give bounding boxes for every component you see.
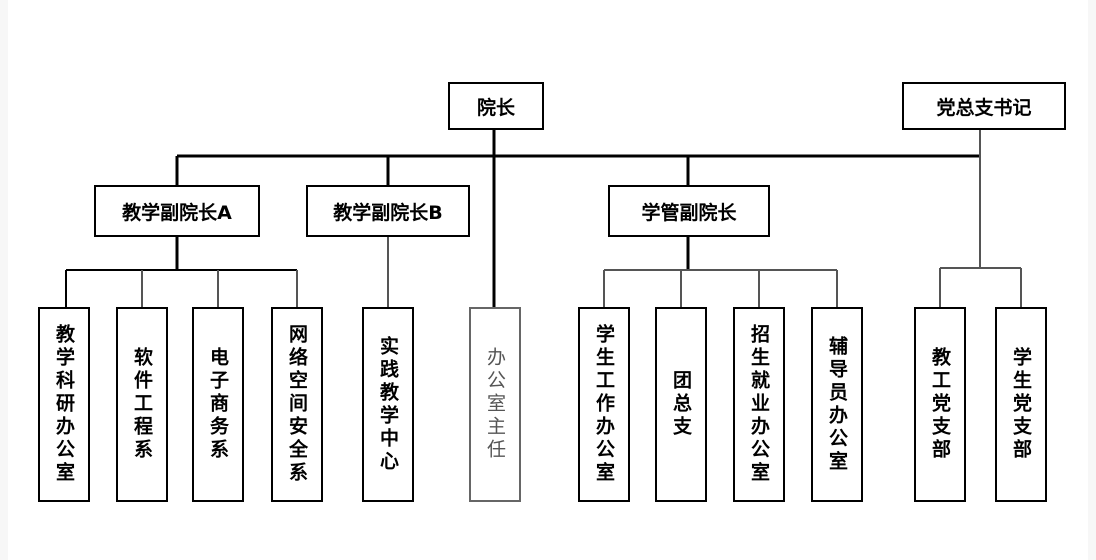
connector-lines bbox=[65, 128, 1022, 307]
node-cybersecurity-dept-label: 网络空间安全系 bbox=[286, 324, 308, 485]
node-ecommerce-dept-label: 电子商务系 bbox=[207, 347, 229, 462]
node-faculty-party-branch: 教工党支部 bbox=[914, 307, 966, 502]
node-faculty-party-branch-label: 教工党支部 bbox=[929, 347, 951, 462]
node-student-affairs-office-label: 学生工作办公室 bbox=[593, 324, 615, 485]
node-youth-league: 团总支 bbox=[655, 307, 707, 502]
node-dean: 院长 bbox=[448, 82, 544, 130]
node-student-vice-dean: 学管副院长 bbox=[608, 185, 770, 237]
node-youth-league-label: 团总支 bbox=[670, 370, 692, 439]
node-ecommerce-dept: 电子商务系 bbox=[192, 307, 244, 502]
node-counselor-office: 辅导员办公室 bbox=[811, 307, 863, 502]
node-cybersecurity-dept: 网络空间安全系 bbox=[271, 307, 323, 502]
node-practice-center-label: 实践教学中心 bbox=[377, 335, 399, 474]
node-practice-center: 实践教学中心 bbox=[362, 307, 414, 502]
node-software-dept-label: 软件工程系 bbox=[131, 347, 153, 462]
node-student-party-branch-label: 学生党支部 bbox=[1010, 347, 1032, 462]
node-office-director-label: 办公室主任 bbox=[484, 347, 506, 462]
node-office-director: 办公室主任 bbox=[469, 307, 521, 502]
node-student-party-branch: 学生党支部 bbox=[995, 307, 1047, 502]
node-counselor-office-label: 辅导员办公室 bbox=[826, 335, 848, 474]
node-software-dept: 软件工程系 bbox=[116, 307, 168, 502]
org-chart: 院长 党总支书记 教学副院长A 教学副院长B 学管副院长 教学科研办公室 软件工… bbox=[8, 0, 1088, 560]
node-admissions-office: 招生就业办公室 bbox=[733, 307, 785, 502]
node-party-secretary: 党总支书记 bbox=[902, 82, 1066, 130]
node-vice-dean-b: 教学副院长B bbox=[306, 185, 470, 237]
node-admissions-office-label: 招生就业办公室 bbox=[748, 324, 770, 485]
node-vice-dean-a: 教学副院长A bbox=[94, 185, 260, 237]
node-student-affairs-office: 学生工作办公室 bbox=[578, 307, 630, 502]
node-research-office: 教学科研办公室 bbox=[38, 307, 90, 502]
node-research-office-label: 教学科研办公室 bbox=[53, 324, 75, 485]
